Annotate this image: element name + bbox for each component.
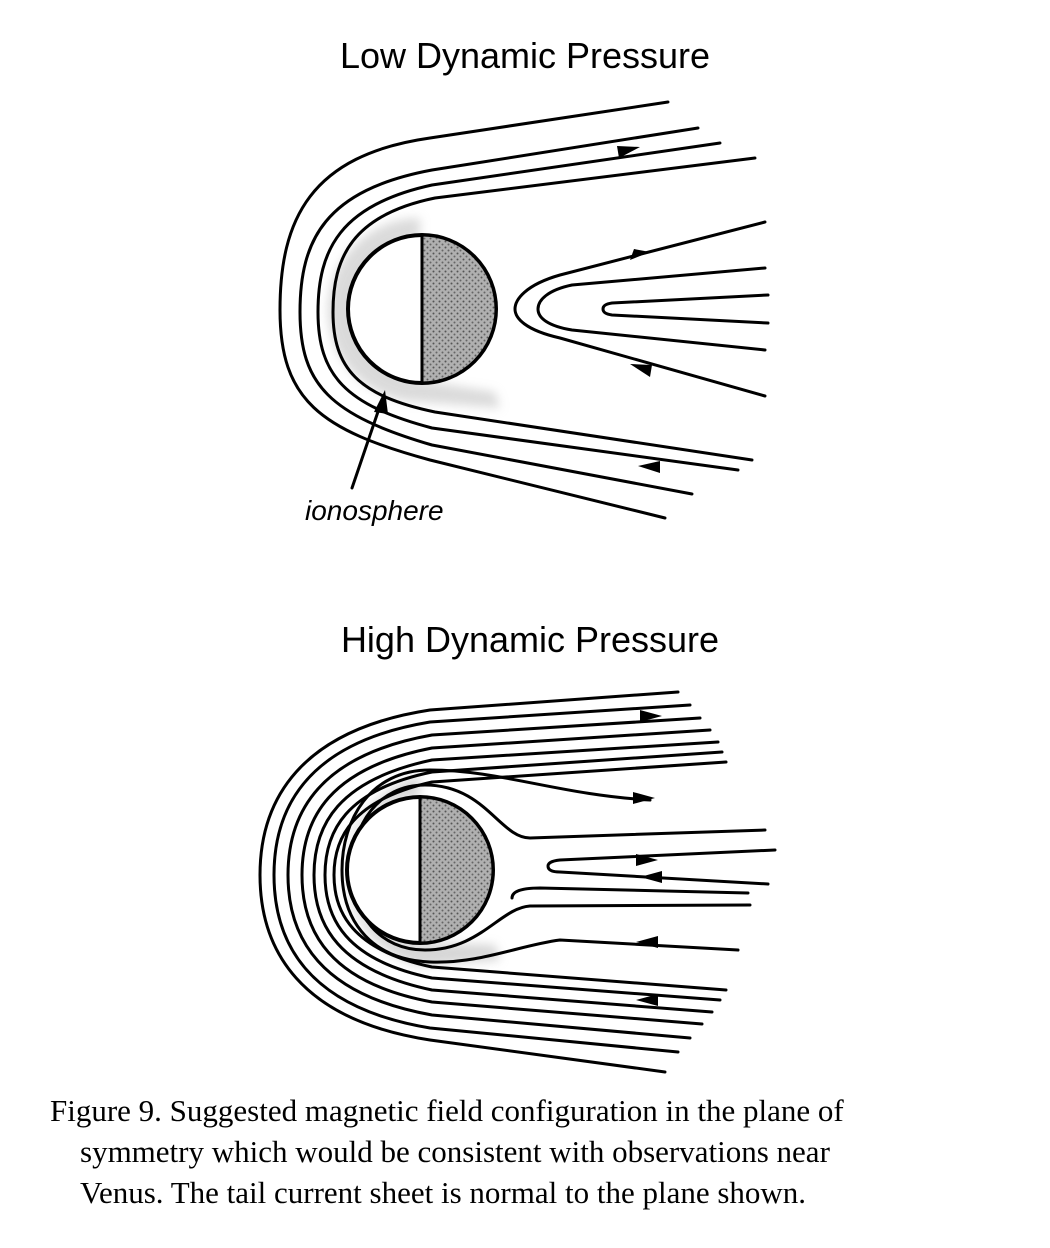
arrow-high-current-upper [636,854,658,866]
field-line-outer-upper-1 [278,100,670,520]
tail-line-upper-1 [513,220,767,398]
field-line-high-4 [300,728,712,1026]
caption-line-3: Venus. The tail current sheet is normal … [80,1175,807,1210]
field-line-outer-upper-3 [316,141,740,472]
low-pressure-title: Low Dynamic Pressure [340,35,710,76]
arrow-low-outer-lower [638,461,660,473]
field-line-high-2 [272,703,692,1054]
venus-nightside-shading [420,233,498,385]
arrow-high-outer-upper [640,710,662,722]
field-line-outer-upper-2 [298,126,700,496]
high-pressure-title: High Dynamic Pressure [341,619,719,660]
arrow-low-tail-lower [630,364,652,377]
ionosphere-pointer [350,398,384,490]
high-pressure-panel: High Dynamic Pressure [258,619,777,1074]
figure-caption: Figure 9. Suggested magnetic field confi… [50,1090,1025,1213]
ionosphere-haze-compressed [346,776,500,966]
venus-high [345,795,495,945]
arrow-high-tail-upper [633,792,655,804]
field-line-high-3 [286,716,702,1040]
arrow-low-tail-upper [630,249,650,260]
tail-line-high-lower [510,886,750,900]
caption-line-2: symmetry which would be consistent with … [80,1134,830,1169]
arrow-high-tail-lower [636,936,658,948]
tail-line-high-upper [546,848,777,886]
low-pressure-panel: Low Dynamic Pressure ionosphere [278,35,770,526]
field-line-high-5 [312,740,720,1014]
arrow-high-current-lower [640,871,662,883]
tail-line-inner [601,293,770,325]
ionosphere-pointer-head [374,390,388,414]
wrap-line-1 [340,768,740,964]
arrow-low-outer-upper [617,146,640,158]
venus-nightside-shading-high [418,795,495,945]
ionosphere-label: ionosphere [305,495,444,526]
field-line-high-6 [323,750,724,1002]
caption-line-1: Figure 9. Suggested magnetic field confi… [50,1093,844,1128]
arrow-high-outer-lower [636,994,658,1006]
tail-line-upper-2 [536,266,767,352]
field-line-high-1 [258,690,680,1074]
venus-low [346,233,498,385]
